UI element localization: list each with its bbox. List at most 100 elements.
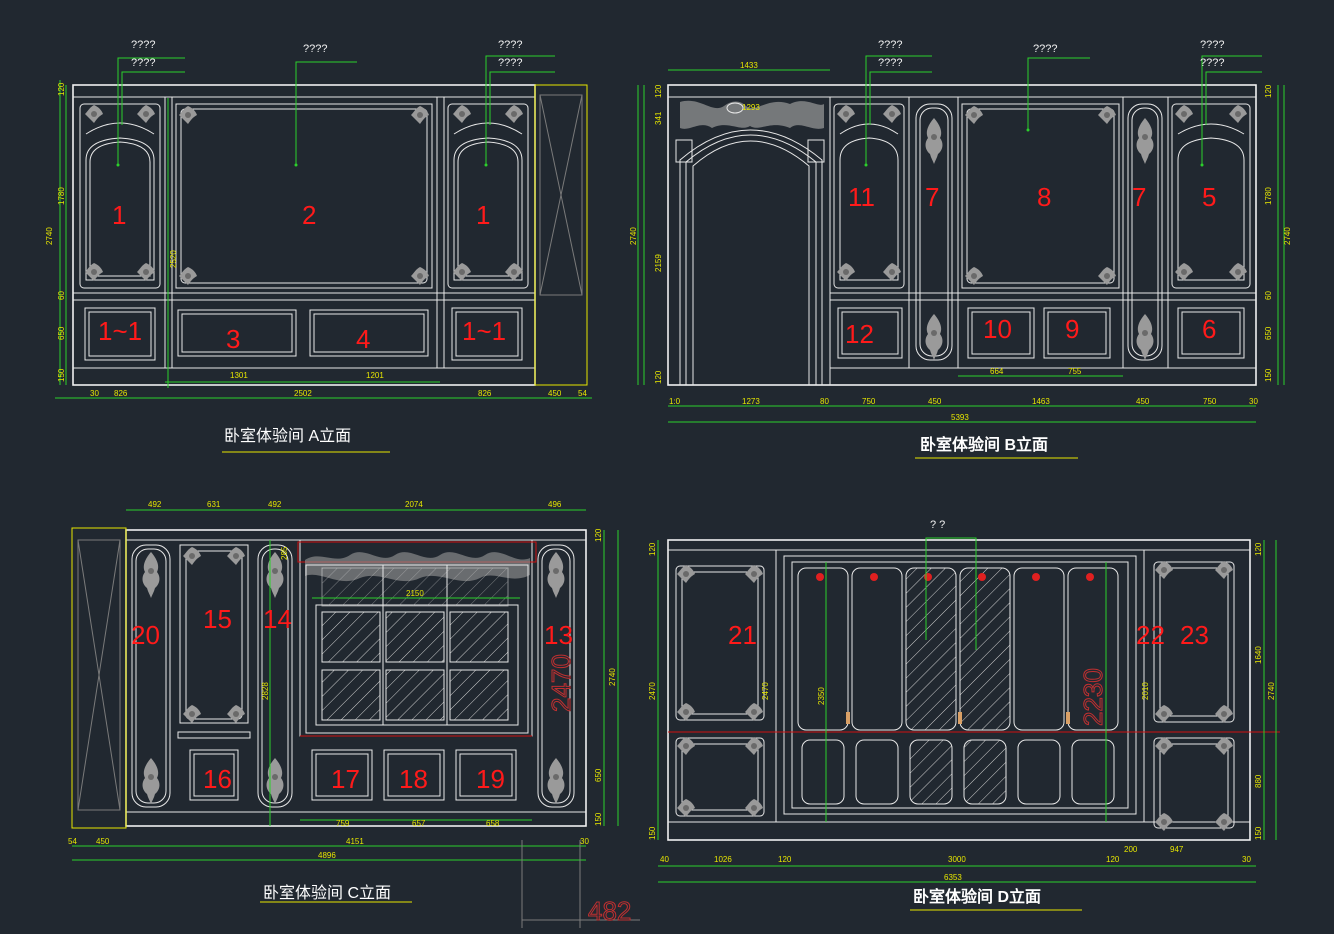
dim-c-total: 4896 — [318, 851, 336, 860]
panel-b-10: 10 — [983, 314, 1012, 344]
big-dim-d-vertical: 2230 — [1078, 668, 1108, 726]
dim-b-b1: 1273 — [742, 397, 760, 406]
label-b-1: ???? — [878, 39, 902, 51]
dim-a-b2: 2502 — [294, 389, 312, 398]
panel-b-8: 8 — [1037, 182, 1051, 212]
door-label-d: ? ? — [930, 519, 945, 531]
dim-a-b0: 30 — [90, 389, 99, 398]
dim-a-total-h: 2740 — [45, 227, 54, 245]
dim-c-t2: 492 — [268, 500, 282, 509]
dim-d-b3: 3000 — [948, 855, 966, 864]
panel-c-18: 18 — [399, 764, 428, 794]
dim-b-t0: 1433 — [740, 61, 758, 70]
dim-c-r2: 650 — [594, 768, 603, 782]
dim-d-r3: 880 — [1254, 774, 1263, 788]
dim-a-l2: 60 — [57, 291, 66, 300]
dim-d-b6: 947 — [1170, 845, 1184, 854]
label-b-2: ???? — [878, 57, 902, 69]
panel-a-7: 1~1 — [462, 316, 506, 346]
dim-b-b5: 1463 — [1032, 397, 1050, 406]
dim-b-l1: 341 — [654, 111, 663, 125]
dim-b-total-h: 2740 — [629, 227, 638, 245]
dim-b-b6: 450 — [1136, 397, 1150, 406]
dim-d-r2: 2740 — [1267, 682, 1276, 700]
dim-c-b0: 54 — [68, 837, 77, 846]
dim-d-r1: 1640 — [1254, 646, 1263, 664]
panel-c-13: 13 — [544, 620, 573, 650]
panel-c-16: 16 — [203, 764, 232, 794]
panel-c-20: 20 — [131, 620, 160, 650]
dim-d-i2: 2010 — [1141, 682, 1150, 700]
panel-a-4: 1~1 — [98, 316, 142, 346]
panel-b-6: 6 — [1202, 314, 1216, 344]
dim-d-b1: 1026 — [714, 855, 732, 864]
elevation-d-title: 卧室体验间 D立面 — [913, 887, 1041, 906]
panel-d-23: 23 — [1180, 620, 1209, 650]
elevation-b-title: 卧室体验间 B立面 — [920, 435, 1048, 454]
dim-d-l0: 120 — [648, 542, 657, 556]
panel-c-19: 19 — [476, 764, 505, 794]
label-b-3: ???? — [1033, 43, 1057, 55]
dim-d-r0: 120 — [1254, 542, 1263, 556]
dim-a-l3: 650 — [57, 326, 66, 340]
dim-c-s1: 2828 — [261, 682, 270, 700]
dim-b-l3: 120 — [654, 370, 663, 384]
dim-a-i0: 1301 — [230, 371, 248, 380]
dim-d-b0: 40 — [660, 855, 669, 864]
panel-b-5: 5 — [1202, 182, 1216, 212]
dim-c-t1: 631 — [207, 500, 221, 509]
elevation-d — [657, 537, 1280, 911]
dim-c-i0: 759 — [336, 819, 350, 828]
wardrobe-doors — [797, 567, 1119, 805]
dim-c-r0: 120 — [594, 528, 603, 542]
panel-b-9: 9 — [1065, 314, 1079, 344]
dim-a-l0: 120 — [57, 82, 66, 96]
dim-b-i1: 755 — [1068, 367, 1082, 376]
panel-d-21: 21 — [728, 620, 757, 650]
dim-b-b3: 750 — [862, 397, 876, 406]
dim-d-i0: 2470 — [761, 682, 770, 700]
panel-a-1: 1 — [112, 200, 126, 230]
elevation-c-title: 卧室体验间 C立面 — [263, 884, 391, 902]
dim-b-r3: 650 — [1264, 326, 1273, 340]
dim-a-b4: 450 — [548, 389, 562, 398]
dim-d-b4: 120 — [1106, 855, 1120, 864]
dim-c-window: 2150 — [406, 589, 424, 598]
panel-b-12: 12 — [845, 319, 874, 349]
dim-c-i1: 657 — [412, 819, 426, 828]
dim-b-r1: 1780 — [1264, 187, 1273, 205]
panel-c-17: 17 — [331, 764, 360, 794]
dim-c-t3: 2074 — [405, 500, 423, 509]
dim-b-b7: 750 — [1203, 397, 1217, 406]
dim-b-l0: 120 — [654, 84, 663, 98]
dim-c-t4: 496 — [548, 500, 562, 509]
dim-d-b7: 30 — [1242, 855, 1251, 864]
text-layer: ???? ???? ???? ???? ???? 1 2 1 1~1 3 4 1… — [45, 39, 1292, 927]
dim-b-t1: 1293 — [742, 103, 760, 112]
panel-c-15: 15 — [203, 604, 232, 634]
dim-a-l1: 1780 — [57, 187, 66, 205]
dim-a-b3: 826 — [478, 389, 492, 398]
dim-b-r0: 120 — [1264, 84, 1273, 98]
label-b-4: ???? — [1200, 39, 1224, 51]
dim-b-b0: 1:0 — [669, 397, 681, 406]
big-dim-c-vertical: 2470 — [546, 654, 576, 712]
elevation-c — [71, 509, 640, 928]
panel-b-11: 11 — [848, 182, 875, 212]
label-a-1: ???? — [131, 39, 155, 51]
label-b-5: ???? — [1200, 57, 1224, 69]
dim-b-total-h-right: 2740 — [1283, 227, 1292, 245]
panel-b-7a: 7 — [925, 182, 939, 212]
dim-c-s0: 285 — [280, 546, 289, 560]
dim-a-b5: 54 — [578, 389, 587, 398]
dim-a-i1: 1201 — [366, 371, 384, 380]
panel-a-5: 3 — [226, 324, 240, 354]
elevation-a — [55, 55, 592, 453]
dim-c-b2: 4151 — [346, 837, 364, 846]
label-a-3: ???? — [303, 43, 327, 55]
dim-d-l1: 2470 — [648, 682, 657, 700]
panel-a-2: 2 — [302, 200, 316, 230]
panel-d-22: 22 — [1136, 620, 1165, 650]
dim-c-r1: 2740 — [608, 668, 617, 686]
